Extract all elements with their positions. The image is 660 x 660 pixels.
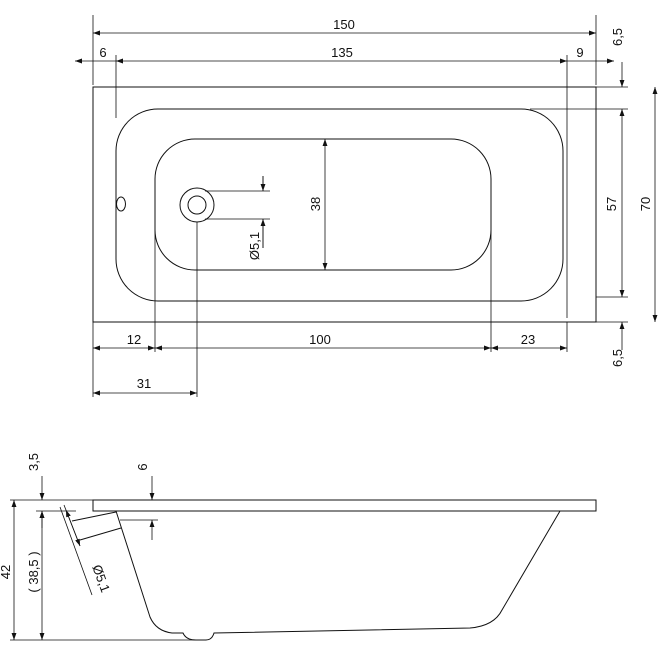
dim-overall-width: 70 (638, 197, 653, 211)
dim-floor-to-right: 23 (521, 332, 535, 347)
dim-line-overflow-diameter (65, 509, 81, 547)
dim-left-to-floor: 12 (127, 332, 141, 347)
dim-right-rim: 9 (576, 45, 583, 60)
tub-outer-rim (92, 86, 597, 323)
dim-inner-width: 57 (604, 197, 619, 211)
dim-top-rim: 6,5 (610, 28, 625, 46)
side-tub-body (115, 510, 561, 641)
overflow-pipe (71, 511, 122, 541)
dim-left-rim: 6 (99, 45, 106, 60)
side-rim (92, 499, 597, 512)
top-view: 150 6 135 9 6,5 57 70 6,5 38 Ø5,1 12 100 (75, 15, 658, 397)
tub-floor (154, 138, 492, 271)
dim-overflow-offset: 6 (135, 463, 150, 470)
dim-overflow-diameter: Ø5,1 (89, 563, 113, 595)
drain-inner-icon (187, 195, 207, 215)
dim-floor-width: 38 (308, 197, 323, 211)
dim-bottom-rim: 6,5 (610, 349, 625, 367)
dim-drain-offset: 31 (137, 376, 151, 391)
dim-inner-height: ( 38,5 ) (26, 551, 41, 592)
extension-lines-top (92, 15, 628, 397)
dim-rim-thickness: 3,5 (26, 453, 41, 471)
overflow-icon (116, 196, 126, 212)
drain-outer-icon (179, 187, 215, 223)
extension-lines-side (10, 499, 206, 641)
dim-total-height: 42 (0, 565, 13, 579)
side-view: 3,5 42 ( 38,5 ) 6 Ø5,1 (0, 453, 597, 641)
tub-inner-basin (115, 108, 564, 302)
dim-drain-diameter: Ø5,1 (247, 232, 262, 260)
dim-floor-length: 100 (309, 332, 331, 347)
dim-overall-length: 150 (333, 17, 355, 32)
dim-inner-length: 135 (331, 45, 353, 60)
